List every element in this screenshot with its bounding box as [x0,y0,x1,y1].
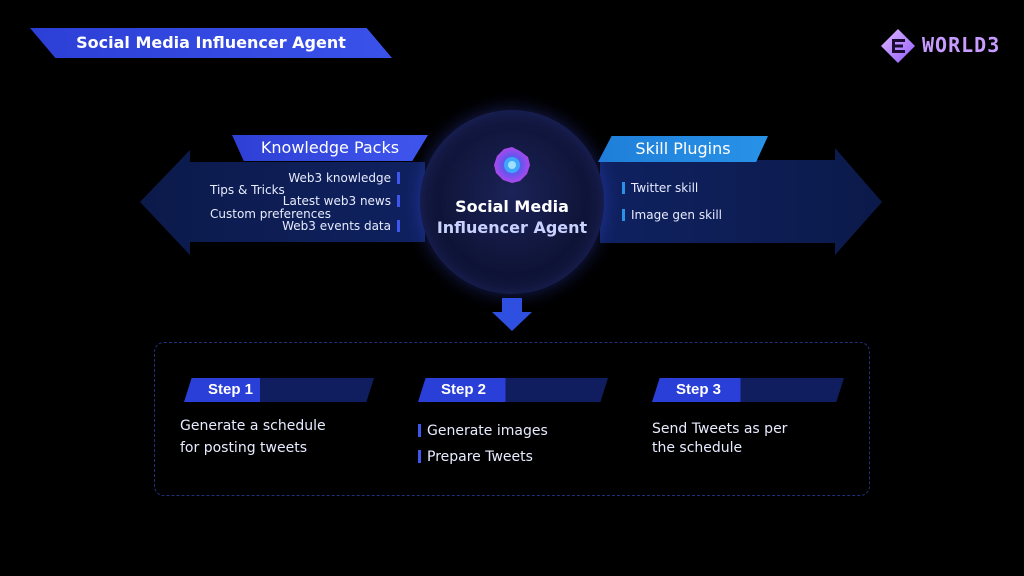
skill-plugins-label: Skill Plugins [635,139,731,158]
step-2-label: Step 2 [441,381,487,398]
down-arrow-icon [492,298,532,331]
skill-item: Image gen skill [622,208,722,222]
knowledge-packs-tag [232,135,428,161]
world3-logo-icon [881,29,915,63]
knowledge-item: Web3 events data [282,219,400,233]
right-arrow-shape [600,148,882,255]
agent-title-line1: Social Media [455,197,569,216]
skill-plugins-tag [598,136,768,162]
step-2-line: Generate images [418,420,548,442]
knowledge-packs-label: Knowledge Packs [260,138,400,157]
step-1-bar [184,378,374,402]
skill-item: Twitter skill [622,181,698,195]
step-2-description: Generate images Prepare Tweets [418,420,548,468]
knowledge-item: Latest web3 news [283,194,400,208]
step-1-label: Step 1 [208,381,254,398]
agent-title: Social Media Influencer Agent [420,196,604,238]
agent-orb-icon [494,147,530,183]
agent-circle [420,110,604,294]
knowledge-item: Custom preferences [210,207,331,221]
title-banner [30,28,392,58]
knowledge-item: Web3 knowledge [288,171,400,185]
step-1-line: Generate a schedule [180,418,326,434]
world3-logo-text: WORLD3 [922,33,1001,57]
step-3-line: Send Tweets as per [652,421,788,437]
agent-title-line2: Influencer Agent [436,218,588,237]
step-1-description: Generate a schedule for posting tweets [180,415,326,459]
steps-container [154,342,870,496]
page-title: Social Media Influencer Agent [76,33,346,52]
step-3-line: the schedule [652,440,743,456]
step-2-bar [418,378,608,402]
step-3-label: Step 3 [676,381,722,398]
step-1-line: for posting tweets [180,440,307,456]
knowledge-item: Tips & Tricks [210,183,285,197]
step-2-line: Prepare Tweets [418,446,548,468]
step-3-bar [652,378,844,402]
step-3-description: Send Tweets as per the schedule [652,420,787,458]
